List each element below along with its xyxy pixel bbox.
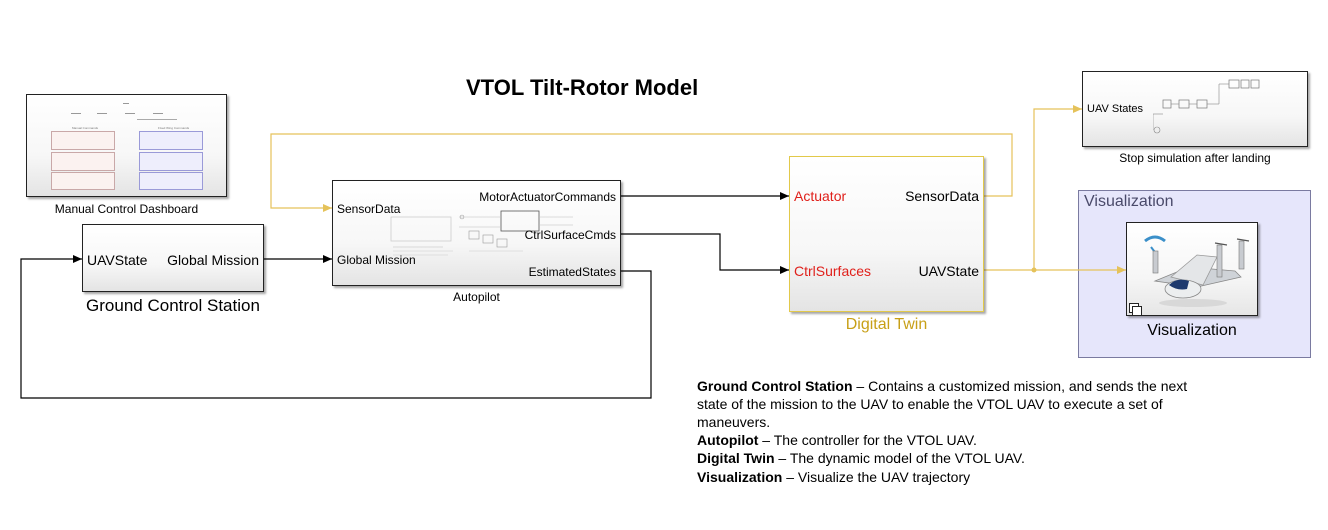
gcs-input-port-uavstate: UAVState [87,252,148,268]
digital-twin-input-ctrl-surfaces: CtrlSurfaces [794,263,872,279]
manual-control-dashboard-block[interactable]: Manual Commands Fixed Wing Commands [26,94,227,197]
wire-sensor-data-feedback [270,133,1013,212]
digital-twin-output-sensor-data: SensorData [905,188,979,204]
ground-control-station-block[interactable]: UAVState Global Mission [82,224,264,292]
diagram-title: VTOL Tilt-Rotor Model [466,75,699,100]
link-subsystem-icon [1129,303,1142,316]
description-autopilot: Autopilot – The controller for the VTOL … [697,431,1197,449]
description-term: Ground Control Station [697,378,853,394]
stop-simulation-input-uav-states: UAV States [1087,103,1144,115]
dashboard-panel [51,152,115,171]
stop-simulation-internal-preview [1153,79,1260,134]
description-gcs: Ground Control Station – Contains a cust… [697,377,1197,431]
description-text: – Visualize the UAV trajectory [782,469,971,485]
dashboard-right-title: Fixed Wing Commands [158,126,190,130]
description-visualization: Visualization – Visualize the UAV trajec… [697,468,1197,486]
dashboard-left-title: Manual Commands [72,126,99,130]
manual-control-dashboard-caption: Manual Control Dashboard [54,202,199,216]
description-text: – Contains a customized mission, and sen… [697,378,1188,430]
dashboard-panel [139,172,203,190]
autopilot-caption: Autopilot [453,290,500,304]
dashboard-panel [139,131,203,150]
dashboard-panel [51,131,115,150]
visualization-block[interactable] [1126,222,1258,316]
visualization-area-title: Visualization [1084,193,1174,210]
ground-control-station-caption: Ground Control Station [86,296,260,315]
dashboard-panel [139,152,203,171]
description-term: Visualization [697,469,783,485]
dashboard-inner-header [67,101,187,121]
tilt-rotor-aircraft-icon [1144,235,1250,307]
digital-twin-block[interactable]: Actuator CtrlSurfaces SensorData UAVStat… [789,156,984,312]
dashboard-panel [51,172,115,190]
autopilot-output-motor-commands: MotorActuatorCommands [479,190,616,204]
description-text: – The controller for the VTOL UAV. [758,432,977,448]
wire-uav-state-to-stop [1033,105,1082,270]
description-term: Digital Twin [697,450,775,466]
description-digital-twin: Digital Twin – The dynamic model of the … [697,449,1197,467]
autopilot-output-ctrl-surface: CtrlSurfaceCmds [524,228,616,242]
description-term: Autopilot [697,432,759,448]
gcs-output-port-global-mission: Global Mission [167,252,259,268]
autopilot-input-sensor-data: SensorData [337,202,401,216]
digital-twin-input-actuator: Actuator [794,188,847,204]
wire-ctrl-surface [620,233,789,274]
autopilot-output-estimated-states: EstimatedStates [528,265,616,279]
autopilot-input-global-mission: Global Mission [337,253,416,267]
branch-point [1031,267,1037,273]
digital-twin-output-uav-state: UAVState [918,263,979,279]
description-text: – The dynamic model of the VTOL UAV. [774,450,1025,466]
wire-estimated-states [20,255,652,399]
stop-simulation-block[interactable]: UAV States [1082,71,1308,147]
visualization-caption: Visualization [1147,322,1237,339]
autopilot-internal-preview [390,210,573,256]
digital-twin-caption: Digital Twin [845,316,928,333]
stop-simulation-caption: Stop simulation after landing [1119,151,1271,165]
autopilot-block[interactable]: SensorData Global Mission MotorActuatorC… [332,180,621,286]
